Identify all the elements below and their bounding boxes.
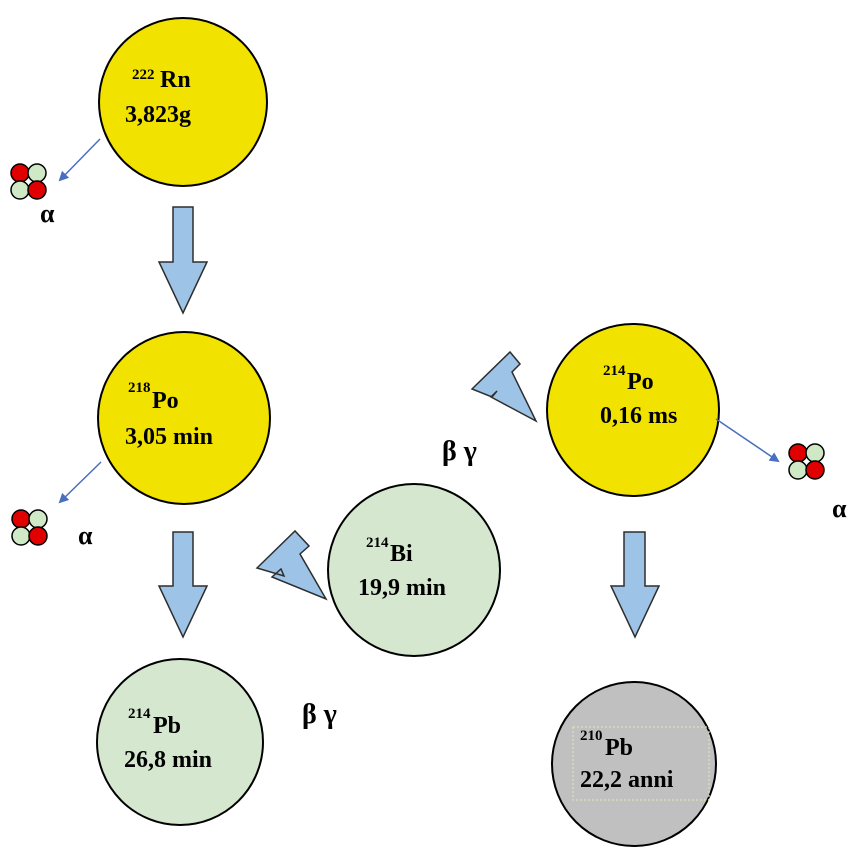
emission-line-po218 (58, 461, 102, 504)
mass-number: 210 (580, 728, 603, 744)
nuclide-bi214: 214 Bi 19,9 min (327, 483, 501, 657)
element-symbol: Po (152, 388, 179, 414)
nuclide-rn222: 222 Rn 3,823g (98, 17, 268, 187)
nuclide-circle (97, 331, 271, 505)
alpha-particle-icon (788, 443, 825, 480)
nuclide-po218: 218 Po 3,05 min (97, 331, 271, 505)
half-life: 3,05 min (125, 424, 213, 450)
decay-arrow-po218-pb214 (157, 531, 209, 639)
alpha-label: α (40, 199, 55, 228)
nuclide-circle (327, 483, 501, 657)
mass-number: 214 (603, 363, 626, 379)
nuclide-circle (98, 17, 268, 187)
element-symbol: Rn (160, 67, 191, 93)
nuclide-pb214: 214 Pb 26,8 min (96, 658, 264, 826)
nuclide-circle (546, 323, 720, 497)
decay-arrow-pb214-bi214 (255, 529, 328, 601)
nuclide-po214: 214 Po 0,16 ms (546, 323, 720, 497)
half-life: 19,9 min (358, 575, 446, 601)
nuclide-circle (96, 658, 264, 826)
decay-arrow-bi214-po214 (470, 350, 538, 423)
half-life: 22,2 anni (580, 767, 674, 793)
alpha-particle-icon (11, 509, 48, 546)
decay-arrow-rn222-po218 (157, 206, 209, 315)
element-symbol: Pb (153, 713, 181, 739)
alpha-label: α (78, 521, 93, 550)
element-symbol: Pb (605, 735, 633, 761)
half-life: 3,823g (125, 102, 191, 128)
mass-number: 222 (132, 67, 155, 83)
nuclide-pb210: 210 Pb 22,2 anni (551, 681, 717, 847)
half-life: 26,8 min (124, 747, 212, 773)
nuclide-circle (551, 681, 717, 847)
emission-line-rn222 (58, 138, 101, 182)
mass-number: 218 (128, 380, 151, 396)
beta-gamma-label: β γ (302, 699, 337, 730)
element-symbol: Bi (390, 541, 413, 567)
beta-gamma-label: β γ (442, 436, 477, 467)
mass-number: 214 (128, 706, 151, 722)
alpha-particle-icon (10, 163, 47, 200)
mass-number: 214 (366, 535, 389, 551)
element-symbol: Po (627, 369, 654, 395)
half-life: 0,16 ms (600, 403, 677, 429)
alpha-label: α (832, 494, 847, 523)
text-box-outline (572, 726, 710, 801)
decay-arrow-po214-pb210 (609, 531, 661, 639)
emission-line-po214 (715, 418, 780, 463)
